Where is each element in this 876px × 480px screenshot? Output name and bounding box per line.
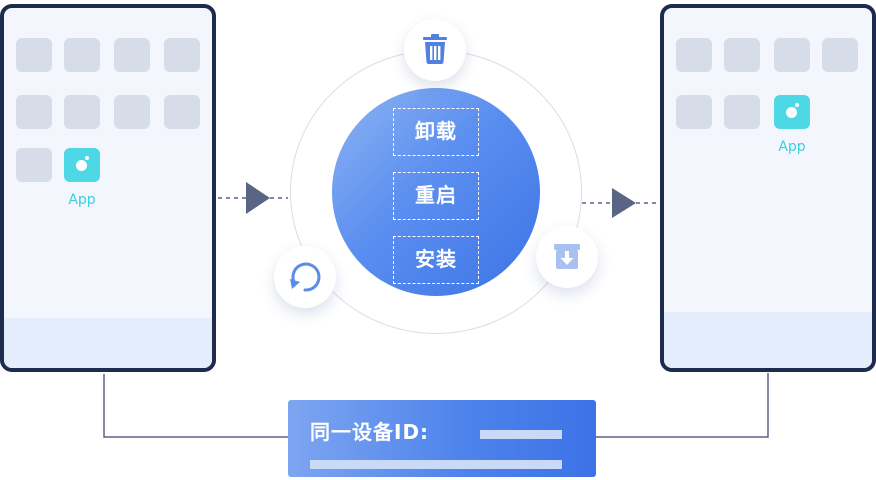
right-phone: App xyxy=(660,4,876,372)
app-tile xyxy=(16,148,52,182)
restart-icon xyxy=(274,246,336,308)
app-tile xyxy=(114,38,150,72)
trash-icon xyxy=(404,19,466,81)
app-tile xyxy=(724,38,760,72)
operation-core xyxy=(332,88,540,296)
app-tile xyxy=(822,38,858,72)
app-label: App xyxy=(68,192,96,208)
phone-dock xyxy=(4,318,212,368)
op-uninstall: 卸载 xyxy=(393,108,479,156)
device-id-label: 同一设备ID: xyxy=(310,420,430,444)
app-tile xyxy=(64,38,100,72)
app-tile xyxy=(164,38,200,72)
app-tile xyxy=(114,95,150,129)
phone-dock xyxy=(664,312,872,368)
app-tile xyxy=(724,95,760,129)
app-label: App xyxy=(778,139,806,155)
app-tile xyxy=(16,95,52,129)
op-install: 安装 xyxy=(393,236,479,284)
op-restart: 重启 xyxy=(393,172,479,220)
app-tile xyxy=(64,95,100,129)
download-box-icon xyxy=(536,226,598,288)
device-id-value-bar xyxy=(480,430,562,439)
left-phone: App xyxy=(0,4,216,372)
app-tile xyxy=(676,95,712,129)
app-icon xyxy=(774,95,810,129)
app-icon xyxy=(64,148,100,182)
device-id-underline xyxy=(310,460,562,469)
app-tile xyxy=(774,38,810,72)
app-tile xyxy=(164,95,200,129)
app-tile xyxy=(676,38,712,72)
app-tile xyxy=(16,38,52,72)
